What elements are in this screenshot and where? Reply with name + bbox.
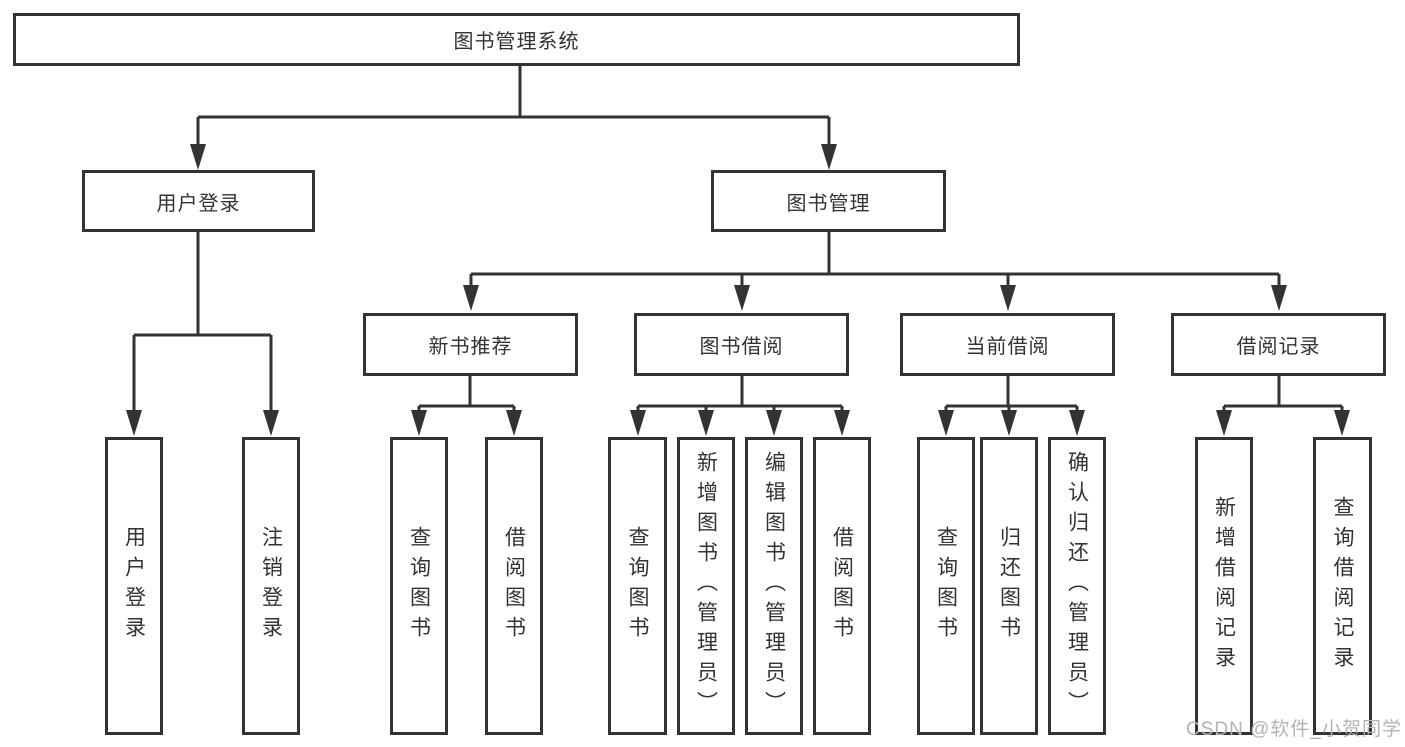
leaf-query-books-borrow-label: 查询图书 xyxy=(626,526,649,646)
connector-book-borrow-group xyxy=(636,376,844,412)
node-user-login-label: 用户登录 xyxy=(156,192,241,215)
connector-root-to-level1 xyxy=(196,66,831,146)
csdn-watermark: CSDN @软件_小贺同学 xyxy=(1186,719,1402,740)
node-new-book-recommend-label: 新书推荐 xyxy=(428,336,513,358)
leaf-add-books-admin: 新增图书（管理员） xyxy=(677,437,735,735)
node-book-borrow-label: 图书借阅 xyxy=(699,336,784,358)
arrowheads-level2 xyxy=(463,285,1287,311)
leaf-query-borrow-record-label: 查询借阅记录 xyxy=(1331,496,1354,676)
leaf-query-books-current: 查询图书 xyxy=(917,437,975,735)
node-borrow-record: 借阅记录 xyxy=(1171,313,1386,376)
leaf-query-books-recommend-label: 查询图书 xyxy=(407,526,431,646)
leaf-borrow-books: 借阅图书 xyxy=(813,437,871,735)
leaf-add-books-admin-label: 新增图书（管理员） xyxy=(694,451,718,721)
leaf-borrow-books-label: 借阅图书 xyxy=(830,526,854,646)
arrowheads-user-login-group xyxy=(126,410,279,436)
node-current-borrow-label: 当前借阅 xyxy=(965,336,1050,358)
arrowheads-current-borrow-group xyxy=(938,410,1085,436)
leaf-user-login: 用户登录 xyxy=(105,437,163,735)
leaf-logout-label: 注销登录 xyxy=(259,526,283,646)
leaf-confirm-return-admin: 确认归还（管理员） xyxy=(1048,437,1106,735)
node-new-book-recommend: 新书推荐 xyxy=(363,313,578,376)
node-borrow-record-label: 借阅记录 xyxy=(1236,336,1321,358)
node-current-borrow: 当前借阅 xyxy=(900,313,1115,376)
leaf-borrow-books-recommend: 借阅图书 xyxy=(485,437,543,735)
arrowheads-borrow-record-group xyxy=(1216,410,1350,436)
leaf-borrow-books-recommend-label: 借阅图书 xyxy=(502,526,526,646)
connector-user-login-group xyxy=(132,232,273,412)
arrowheads-level1 xyxy=(190,144,837,170)
leaf-edit-books-admin-label: 编辑图书（管理员） xyxy=(762,451,786,721)
leaf-return-books-label: 归还图书 xyxy=(997,526,1021,646)
leaf-user-login-label: 用户登录 xyxy=(122,526,146,646)
connector-current-borrow-group xyxy=(944,376,1079,412)
leaf-query-books-current-label: 查询图书 xyxy=(934,526,958,646)
leaf-query-books-borrow: 查询图书 xyxy=(608,437,667,735)
leaf-confirm-return-admin-label: 确认归还（管理员） xyxy=(1065,451,1089,721)
node-book-borrow: 图书借阅 xyxy=(634,313,849,376)
arrowheads-new-book-group xyxy=(411,410,522,436)
connector-new-book-group xyxy=(417,376,516,412)
connector-book-management-to-level2 xyxy=(469,232,1281,287)
connector-borrow-record-group xyxy=(1222,376,1344,412)
leaf-edit-books-admin: 编辑图书（管理员） xyxy=(745,437,803,735)
leaf-return-books: 归还图书 xyxy=(980,437,1038,735)
arrowheads-book-borrow-group xyxy=(630,410,850,436)
leaf-add-borrow-record: 新增借阅记录 xyxy=(1195,437,1253,735)
node-book-management: 图书管理 xyxy=(711,170,946,232)
leaf-logout: 注销登录 xyxy=(242,437,300,735)
node-book-management-label: 图书管理 xyxy=(786,192,871,215)
leaf-query-borrow-record: 查询借阅记录 xyxy=(1313,437,1372,735)
leaf-query-books-recommend: 查询图书 xyxy=(390,437,448,735)
leaf-add-borrow-record-label: 新增借阅记录 xyxy=(1212,496,1236,676)
node-user-login: 用户登录 xyxy=(82,170,315,232)
node-root-system-label: 图书管理系统 xyxy=(453,31,580,53)
node-root-system: 图书管理系统 xyxy=(13,13,1020,66)
